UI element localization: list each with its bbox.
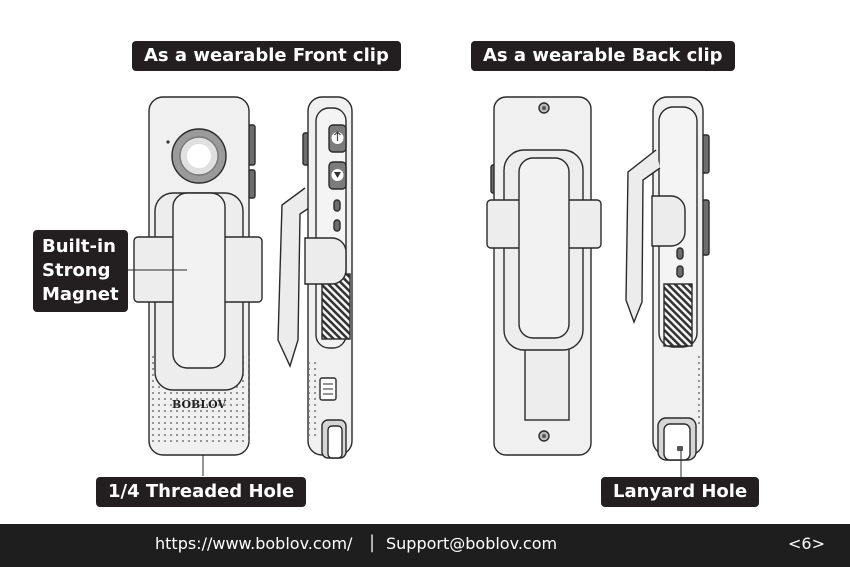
magnet-label-line-1: Built-in	[42, 235, 119, 259]
side-view-device-back-clip	[626, 97, 709, 478]
footer-bar: https://www.boblov.com/ | Support@boblov…	[0, 524, 850, 567]
website-link[interactable]: https://www.boblov.com/	[155, 534, 352, 553]
support-email-link[interactable]: Support@boblov.com	[386, 534, 557, 553]
footer-separator: |	[369, 532, 375, 553]
page-number: <6>	[788, 534, 825, 553]
threaded-hole-label: 1/4 Threaded Hole	[96, 477, 306, 507]
brand-logo: BOBLOV	[172, 398, 227, 411]
side-view-device-front-clip	[278, 97, 352, 458]
magnet-label-line-2: Strong	[42, 259, 119, 283]
back-clip-label: As a wearable Back clip	[471, 41, 735, 71]
front-view-device	[128, 97, 262, 476]
front-clip-label: As a wearable Front clip	[132, 41, 401, 71]
magnet-label: Built-in Strong Magnet	[33, 230, 128, 312]
back-view-device	[487, 97, 601, 455]
lanyard-hole-label: Lanyard Hole	[601, 477, 759, 507]
magnet-label-line-3: Magnet	[42, 283, 119, 307]
